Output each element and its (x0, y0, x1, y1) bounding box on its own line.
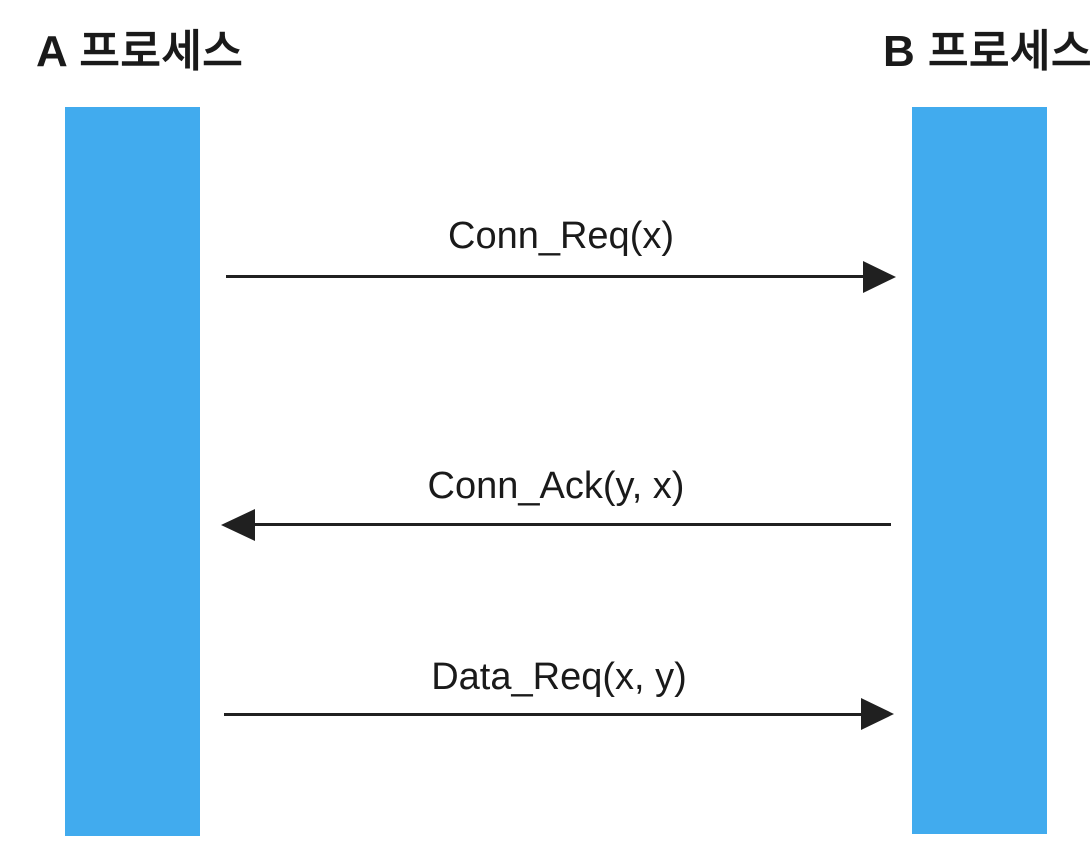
message-label: Conn_Req(x) (448, 215, 674, 257)
message-line (253, 523, 891, 526)
arrowhead-right-icon (861, 698, 894, 730)
process-b-label: B 프로세스 (883, 27, 1092, 76)
process-a-label: A 프로세스 (36, 27, 244, 76)
arrowhead-right-icon (863, 261, 896, 293)
process-a-lifeline (65, 107, 200, 836)
message-line (224, 713, 861, 716)
message-label: Data_Req(x, y) (431, 656, 687, 698)
message-line (226, 275, 865, 278)
arrowhead-left-icon (221, 509, 255, 541)
process-b-lifeline (912, 107, 1047, 834)
message-label: Conn_Ack(y, x) (427, 465, 685, 507)
